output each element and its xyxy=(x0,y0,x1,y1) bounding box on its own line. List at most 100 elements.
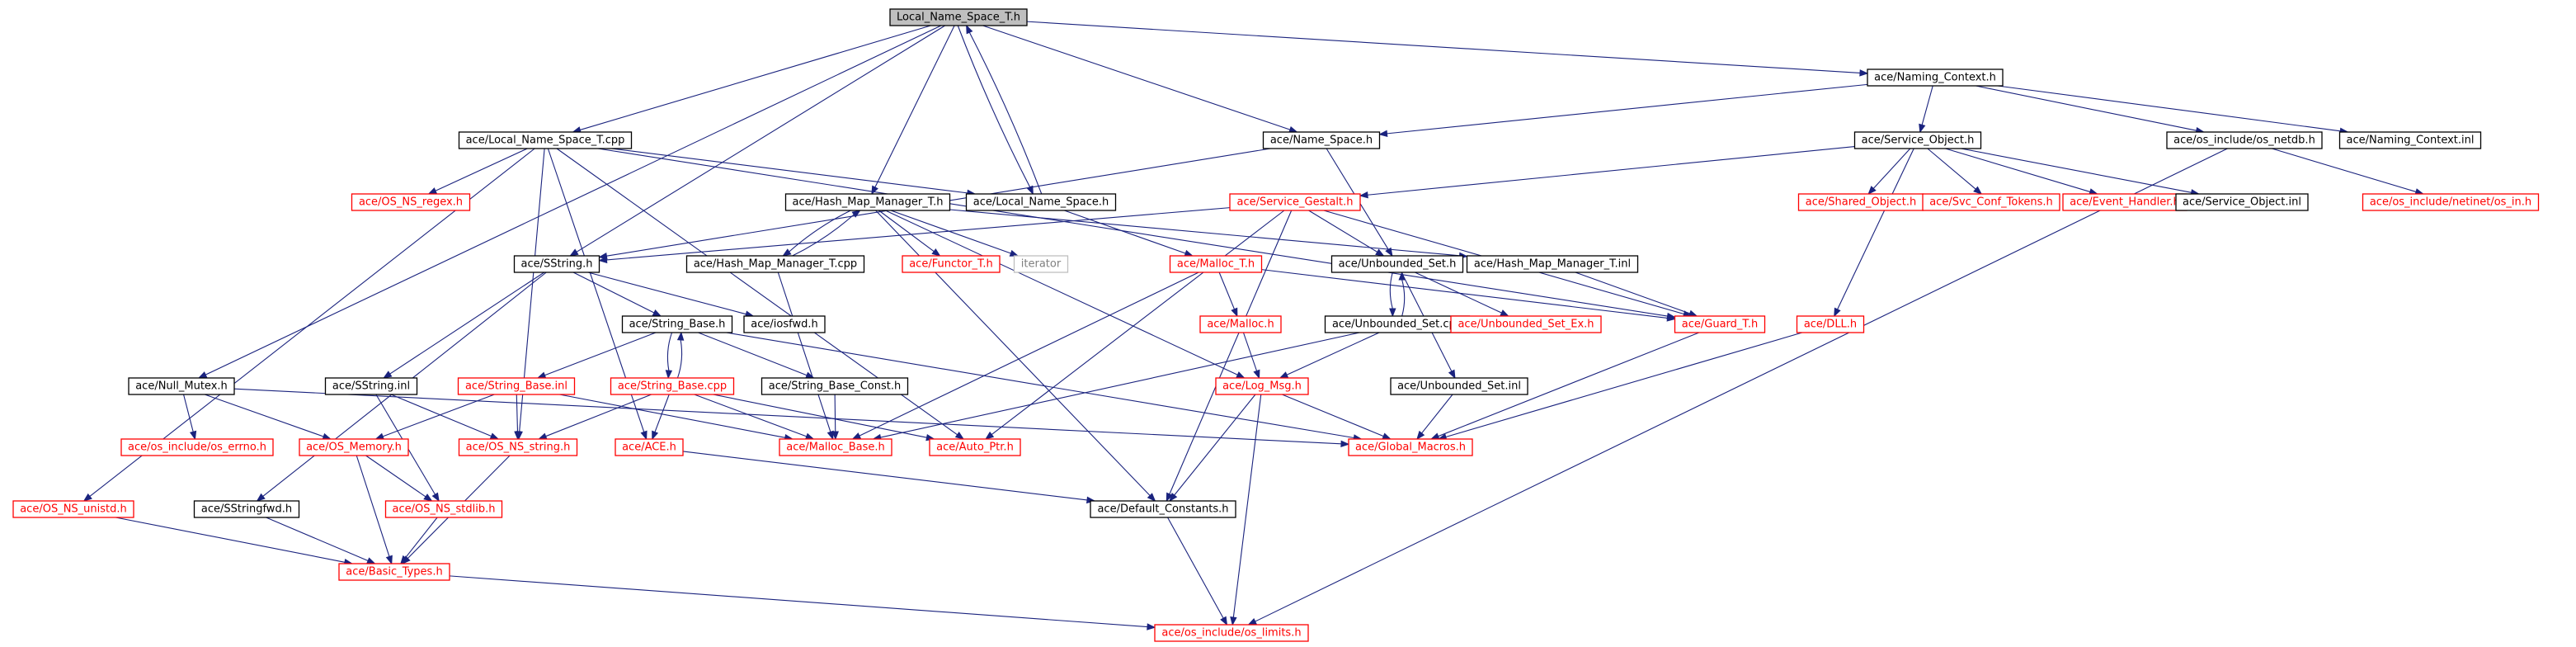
node-label: ace/Hash_Map_Manager_T.cpp xyxy=(694,258,857,271)
node-log-msg[interactable]: ace/Log_Msg.h xyxy=(1215,377,1309,395)
edge-hmm-t-to-log-msg xyxy=(885,210,1246,379)
node-os-memory[interactable]: ace/OS_Memory.h xyxy=(299,438,409,456)
node-malloc-base[interactable]: ace/Malloc_Base.h xyxy=(779,438,892,456)
node-auto-ptr[interactable]: ace/Auto_Ptr.h xyxy=(929,438,1021,456)
node-label: ace/Shared_Object.h xyxy=(1806,196,1916,209)
edge-malloc-h-to-log-msg xyxy=(1242,332,1260,380)
edge-null-mutex-to-os-errno xyxy=(183,394,197,441)
node-label: iterator xyxy=(1021,258,1062,271)
node-event-handler[interactable]: ace/Event_Handler.h xyxy=(2062,193,2187,211)
node-label: ace/Unbounded_Set_Ex.h xyxy=(1458,319,1594,331)
node-service-gestalt[interactable]: ace/Service_Gestalt.h xyxy=(1229,193,1361,211)
node-unbounded-set-cpp[interactable]: ace/Unbounded_Set.cpp xyxy=(1324,315,1471,333)
node-label: ace/Auto_Ptr.h xyxy=(936,442,1014,454)
node-sstring-inl[interactable]: ace/SString.inl xyxy=(324,377,418,395)
node-ace-h[interactable]: ace/ACE.h xyxy=(615,438,684,456)
node-label: ace/SStringfwd.h xyxy=(201,503,292,516)
node-lns-t-cpp[interactable]: ace/Local_Name_Space_T.cpp xyxy=(458,131,633,149)
node-service-object[interactable]: ace/Service_Object.h xyxy=(1853,131,1982,149)
node-string-base[interactable]: ace/String_Base.h xyxy=(621,315,733,333)
node-label: ace/Unbounded_Set.h xyxy=(1339,258,1457,271)
node-label: ace/String_Base.cpp xyxy=(618,380,727,393)
edge-string-base-const-to-malloc-base xyxy=(831,394,839,441)
node-iosfwd[interactable]: ace/iosfwd.h xyxy=(743,315,826,333)
node-os-ns-unistd[interactable]: ace/OS_NS_unistd.h xyxy=(12,500,134,518)
node-default-constants[interactable]: ace/Default_Constants.h xyxy=(1090,500,1236,518)
node-label: ace/Naming_Context.h xyxy=(1874,72,1996,84)
node-label: ace/String_Base_Const.h xyxy=(769,380,901,393)
node-label: ace/DLL.h xyxy=(1804,319,1857,331)
node-label: ace/Local_Name_Space.h xyxy=(973,196,1109,209)
node-label: ace/Default_Constants.h xyxy=(1097,503,1228,516)
node-sstring[interactable]: ace/SString.h xyxy=(513,255,600,273)
node-os-ns-string[interactable]: ace/OS_NS_string.h xyxy=(458,438,578,456)
edge-os-memory-to-basic-types xyxy=(356,455,393,565)
node-os-limits[interactable]: ace/os_include/os_limits.h xyxy=(1154,624,1309,642)
node-os-netdb[interactable]: ace/os_include/os_netdb.h xyxy=(2166,131,2323,149)
node-os-errno[interactable]: ace/os_include/os_errno.h xyxy=(120,438,274,456)
node-local-name-space[interactable]: ace/Local_Name_Space.h xyxy=(965,193,1117,211)
node-netinet-in[interactable]: ace/os_include/netinet/os_in.h xyxy=(2362,193,2540,211)
edge-service-object-to-dll xyxy=(1834,148,1914,318)
node-global-macros[interactable]: ace/Global_Macros.h xyxy=(1348,438,1473,456)
node-label: ace/Global_Macros.h xyxy=(1355,442,1466,454)
node-malloc-t[interactable]: ace/Malloc_T.h xyxy=(1169,255,1263,273)
edge-naming-context-to-os-netdb xyxy=(1976,85,2206,135)
node-label: ace/Malloc_T.h xyxy=(1177,258,1255,271)
node-naming-context[interactable]: ace/Naming_Context.h xyxy=(1867,68,2004,87)
node-label: ace/Null_Mutex.h xyxy=(135,380,228,393)
node-dll[interactable]: ace/DLL.h xyxy=(1796,315,1865,333)
node-label: ace/Local_Name_Space_T.cpp xyxy=(466,135,625,147)
node-hmm-t-cpp[interactable]: ace/Hash_Map_Manager_T.cpp xyxy=(685,255,865,273)
node-service-object-inl[interactable]: ace/Service_Object.inl xyxy=(2175,193,2309,211)
node-string-base-const[interactable]: ace/String_Base_Const.h xyxy=(761,377,909,395)
edge-string-base-to-string-base-cpp xyxy=(665,332,673,380)
node-name-space[interactable]: ace/Name_Space.h xyxy=(1262,131,1381,149)
edge-naming-context-to-service-object xyxy=(1919,85,1933,134)
edge-root-to-lns-t-cpp xyxy=(572,25,931,134)
node-label: ace/Naming_Context.inl xyxy=(2347,135,2475,147)
edge-service-gestalt-to-sstring xyxy=(598,207,1231,264)
edge-local-name-space-to-malloc-t xyxy=(1064,210,1194,257)
node-unbounded-set-inl[interactable]: ace/Unbounded_Set.inl xyxy=(1390,377,1528,395)
node-svc-conf-tokens[interactable]: ace/Svc_Conf_Tokens.h xyxy=(1922,193,2060,211)
node-unbounded-set[interactable]: ace/Unbounded_Set.h xyxy=(1330,255,1464,273)
edge-string-base-cpp-to-string-base xyxy=(676,331,685,379)
edge-hmm-t-cpp-to-hmm-t xyxy=(792,210,861,257)
node-string-base-inl[interactable]: ace/String_Base.inl xyxy=(457,377,576,395)
edge-sstring-to-string-base xyxy=(572,272,662,317)
node-string-base-cpp[interactable]: ace/String_Base.cpp xyxy=(610,377,735,395)
edge-malloc-t-to-guard-t xyxy=(1261,269,1676,322)
edge-basic-types-to-os-limits xyxy=(449,575,1156,630)
edge-os-netdb-to-netinet-in xyxy=(2272,148,2424,196)
node-shared-object[interactable]: ace/Shared_Object.h xyxy=(1797,193,1924,211)
node-label: ace/Svc_Conf_Tokens.h xyxy=(1929,196,2053,209)
node-label: ace/Name_Space.h xyxy=(1270,135,1373,147)
node-label: ace/SString.h xyxy=(521,258,593,271)
node-naming-context-inl[interactable]: ace/Naming_Context.inl xyxy=(2338,131,2482,149)
edge-root-to-naming-context xyxy=(1026,21,1869,77)
node-os-ns-stdlib[interactable]: ace/OS_NS_stdlib.h xyxy=(384,500,503,518)
edge-hmm-t-to-iterator xyxy=(890,210,1020,257)
node-guard-t[interactable]: ace/Guard_T.h xyxy=(1674,315,1766,333)
node-os-ns-regex[interactable]: ace/OS_NS_regex.h xyxy=(351,193,471,211)
node-null-mutex[interactable]: ace/Null_Mutex.h xyxy=(128,377,235,395)
node-label: ace/Unbounded_Set.inl xyxy=(1397,380,1521,393)
edge-string-base-cpp-to-ace-h xyxy=(652,394,670,441)
node-label: ace/OS_NS_string.h xyxy=(466,442,571,454)
edge-unbounded-set-inl-to-global-macros xyxy=(1416,394,1453,441)
node-functor-t[interactable]: ace/Functor_T.h xyxy=(902,255,1001,273)
node-hmm-t[interactable]: ace/Hash_Map_Manager_T.h xyxy=(784,193,951,211)
node-label: ace/String_Base.h xyxy=(629,319,726,331)
node-malloc-h[interactable]: ace/Malloc.h xyxy=(1199,315,1282,333)
edge-root-to-hmm-t xyxy=(871,25,955,196)
node-label: ace/Functor_T.h xyxy=(909,258,993,271)
edge-unbounded-set-cpp-to-unbounded-set xyxy=(1398,271,1406,317)
node-basic-types[interactable]: ace/Basic_Types.h xyxy=(338,563,450,581)
node-unbounded-set-ex[interactable]: ace/Unbounded_Set_Ex.h xyxy=(1450,315,1602,333)
node-root[interactable]: Local_Name_Space_T.h xyxy=(889,8,1028,26)
node-label: ace/Service_Object.inl xyxy=(2183,196,2301,209)
node-sstringfwd[interactable]: ace/SStringfwd.h xyxy=(193,500,300,518)
node-hmm-t-inl[interactable]: ace/Hash_Map_Manager_T.inl xyxy=(1466,255,1639,273)
